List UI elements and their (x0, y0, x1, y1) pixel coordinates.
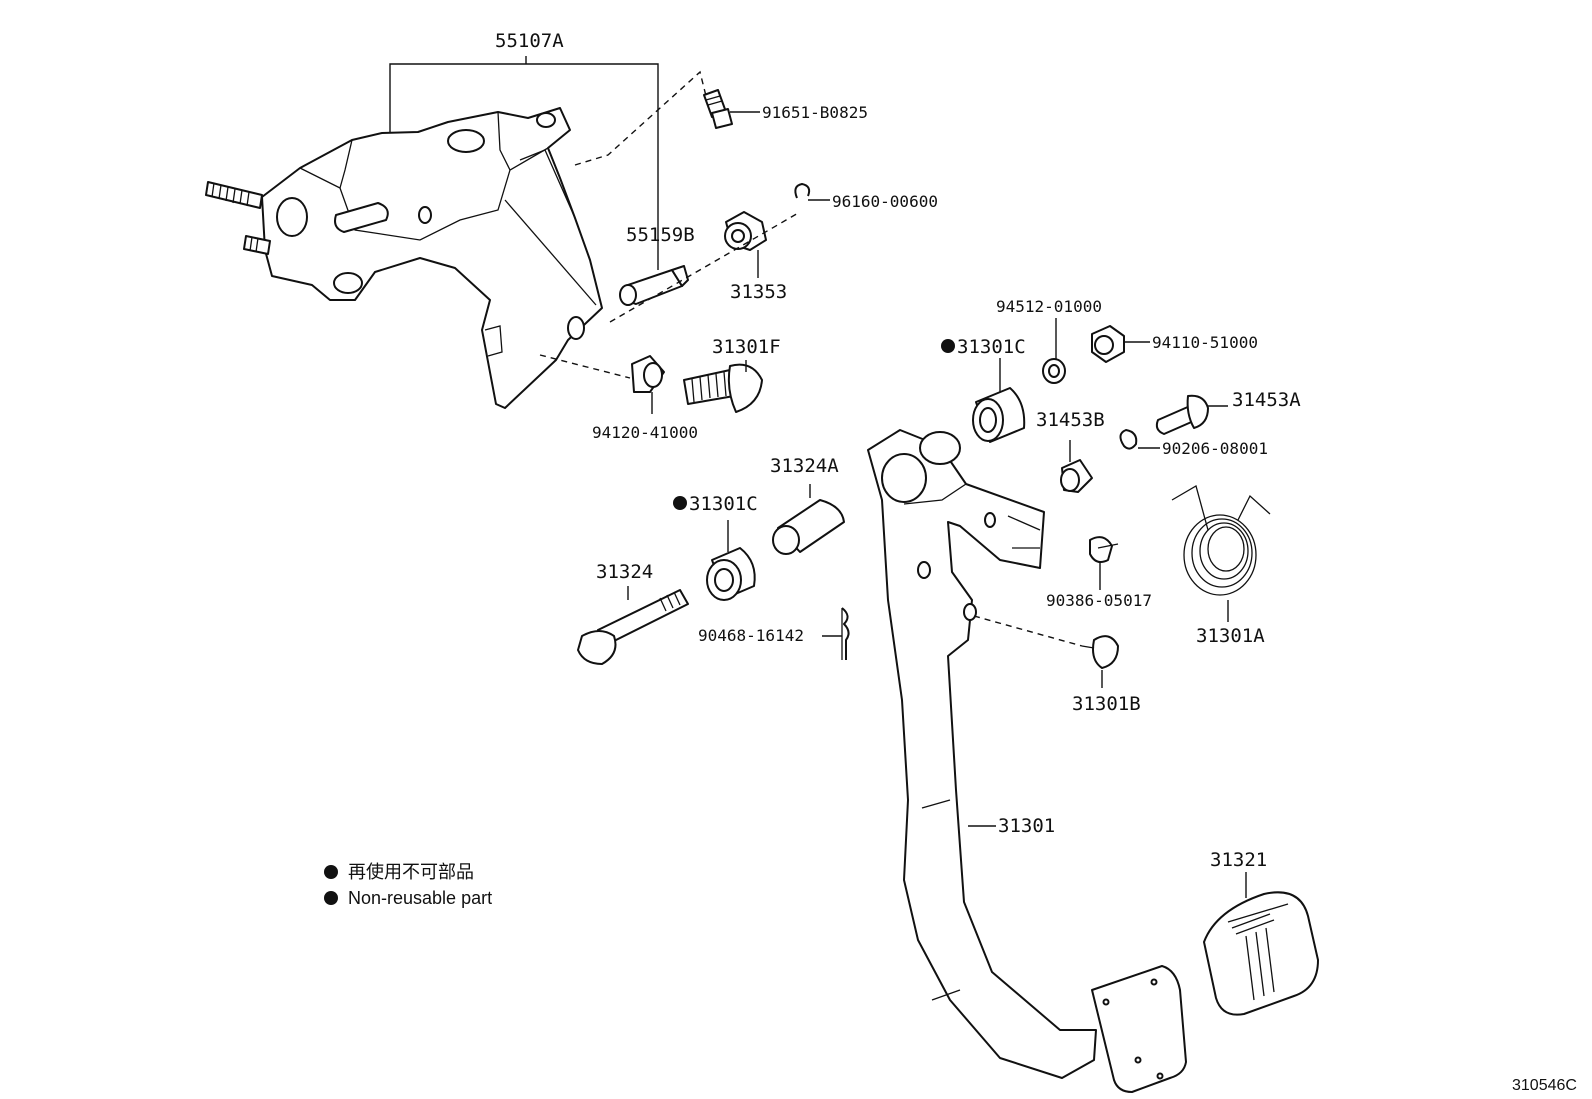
clip-90386-05017[interactable] (1089, 536, 1119, 563)
stud-upper (205, 181, 263, 209)
label-31301C-lower[interactable]: 31301C (689, 493, 758, 515)
label-94110-51000[interactable]: 94110-51000 (1152, 333, 1258, 352)
bolt-31301F[interactable] (683, 363, 763, 413)
bushing-31301C-upper[interactable] (972, 387, 1026, 443)
nut-94110-51000[interactable] (1091, 325, 1125, 363)
legend-en: Non-reusable part (348, 888, 492, 908)
washer-90206-08001[interactable] (1119, 429, 1138, 450)
label-31453A[interactable]: 31453A (1232, 389, 1301, 411)
label-91651-B0825[interactable]: 91651-B0825 (762, 103, 868, 122)
collar-31324A[interactable] (772, 499, 845, 555)
label-31324A[interactable]: 31324A (770, 455, 839, 477)
label-96160-00600[interactable]: 96160-00600 (832, 192, 938, 211)
clevis-31353[interactable] (724, 211, 767, 251)
label-31301A[interactable]: 31301A (1196, 625, 1265, 647)
brake-pedal-arm-31301[interactable] (867, 429, 1187, 1093)
label-31353[interactable]: 31353 (730, 281, 787, 303)
label-31324[interactable]: 31324 (596, 561, 653, 583)
label-31453B[interactable]: 31453B (1036, 409, 1105, 431)
legend: 再使用不可部品 Non-reusable part (324, 862, 492, 908)
legend-bullet (324, 865, 338, 879)
bushing-31301C-lower[interactable] (706, 547, 756, 601)
stud-lower (243, 235, 271, 255)
label-90206-08001[interactable]: 90206-08001 (1162, 439, 1268, 458)
label-90468-16142[interactable]: 90468-16142 (698, 626, 804, 645)
bolt-31324[interactable] (577, 589, 689, 665)
bolt-91651-B0825[interactable] (703, 89, 733, 129)
label-31321[interactable]: 31321 (1210, 849, 1267, 871)
pedal-pad-31321[interactable] (1203, 891, 1319, 1016)
leader-lines (389, 56, 1247, 898)
label-31301B[interactable]: 31301B (1072, 693, 1141, 715)
label-31301F[interactable]: 31301F (712, 336, 781, 358)
bolt-31453A[interactable] (1155, 394, 1209, 435)
part-labels: 55107A 91651-B0825 96160-00600 55159B 31… (495, 30, 1301, 871)
non-reusable-marker (673, 496, 687, 510)
figure-reference: 310546C (1512, 1077, 1577, 1094)
pedal-bracket-55107A[interactable] (205, 107, 603, 409)
label-94512-01000[interactable]: 94512-01000 (996, 297, 1102, 316)
label-31301[interactable]: 31301 (998, 815, 1055, 837)
label-55159B[interactable]: 55159B (626, 224, 695, 246)
legend-bullet (324, 891, 338, 905)
label-90386-05017[interactable]: 90386-05017 (1046, 591, 1152, 610)
label-55107A[interactable]: 55107A (495, 30, 564, 52)
clip-96160-00600[interactable] (794, 183, 811, 199)
spacer-31453B[interactable] (1060, 459, 1093, 493)
stopper-31301B[interactable] (1081, 635, 1119, 669)
pin-55159B[interactable] (619, 265, 689, 306)
spring-31301A[interactable] (1171, 485, 1271, 596)
collar-94120-41000[interactable] (631, 355, 665, 393)
label-31301C-upper[interactable]: 31301C (957, 336, 1026, 358)
label-94120-41000[interactable]: 94120-41000 (592, 423, 698, 442)
clip-90468-16142[interactable] (841, 607, 850, 660)
non-reusable-marker (941, 339, 955, 353)
washer-94512-01000[interactable] (1042, 358, 1066, 384)
legend-jp: 再使用不可部品 (348, 862, 474, 882)
